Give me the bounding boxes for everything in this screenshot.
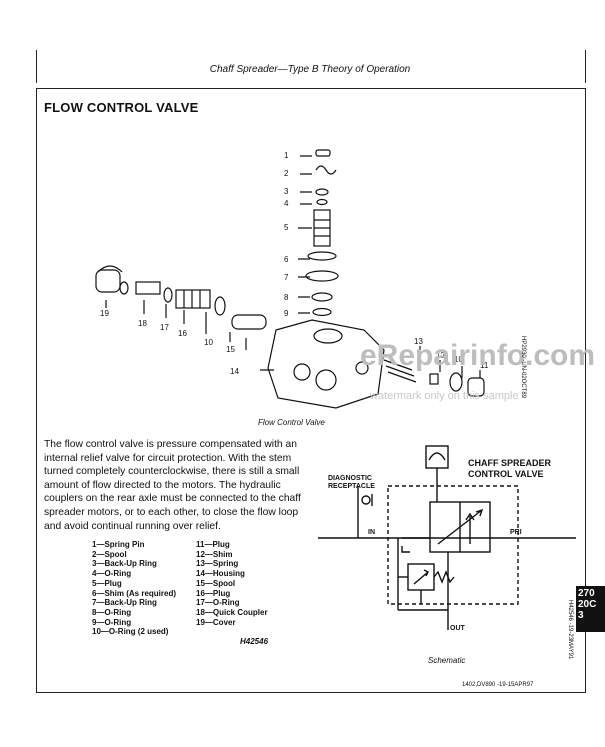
callout-13: 13 xyxy=(414,337,423,346)
legend-item: 19—Cover xyxy=(196,617,236,627)
out-port-label: OUT xyxy=(450,625,466,632)
legend-item: 18—Quick Coupler xyxy=(196,607,268,617)
legend-item: 14—Housing xyxy=(196,569,245,579)
callout-5: 5 xyxy=(284,223,289,232)
spring-part xyxy=(383,359,417,383)
cover-part xyxy=(95,269,121,293)
pri-port-label: PRI xyxy=(510,529,522,536)
shim-12-part xyxy=(429,373,439,385)
schematic-caption: Schematic xyxy=(428,656,466,665)
oring-part xyxy=(316,198,328,206)
hydraulic-schematic: CHAFF SPREADER CONTROL VALVE DIAGNOSTIC … xyxy=(318,445,576,632)
diag-label-line2: RECEPTACLE xyxy=(328,483,375,490)
exploded-view-drawing: 1 2 3 4 5 6 7 8 9 10 11 12 13 14 15 16 1… xyxy=(95,149,489,409)
legend-item: 4—O-Ring xyxy=(92,569,132,579)
callout-4: 4 xyxy=(284,199,289,208)
shim-part xyxy=(307,251,337,261)
page-title: FLOW CONTROL VALVE xyxy=(44,100,199,115)
legend-item: 1—Spring Pin xyxy=(92,540,145,549)
housing-part xyxy=(267,319,385,409)
figure-side-code: HP2930 -UN-02OCT89 xyxy=(520,336,526,399)
legend-item: 15—Spool xyxy=(196,578,236,588)
spool-15-part xyxy=(231,314,267,330)
description-paragraph: The flow control valve is pressure compe… xyxy=(44,439,301,532)
schematic-drawing-code: H42546 xyxy=(240,637,269,646)
figure-caption: Flow Control Valve xyxy=(258,418,325,427)
content-frame xyxy=(36,88,586,693)
section-header: Chaff Spreader—Type B Theory of Operatio… xyxy=(209,64,411,75)
parts-legend-right: 11—Plug 12—Shim 13—Spring 14—Housing 15—… xyxy=(196,540,268,627)
callout-10b: 10 xyxy=(454,355,463,364)
callout-15: 15 xyxy=(226,345,235,354)
valve-enclosure xyxy=(387,485,519,605)
tab-line2: 20C xyxy=(578,599,597,610)
relief-valve-symbol xyxy=(407,563,435,591)
legend-item: 11—Plug xyxy=(196,540,230,549)
legend-item: 16—Plug xyxy=(196,588,231,598)
backup-ring-2-part xyxy=(305,270,339,282)
header-rule xyxy=(36,50,586,83)
schematic-title-line1: CHAFF SPREADER xyxy=(468,458,552,468)
schematic-title-line2: CONTROL VALVE xyxy=(468,469,544,479)
legend-item: 9—O-Ring xyxy=(92,617,132,627)
quick-coupler-part xyxy=(135,281,161,295)
callout-8: 8 xyxy=(284,293,289,302)
legend-item: 3—Back-Up Ring xyxy=(92,559,157,569)
legend-item: 2—Spool xyxy=(92,549,127,559)
tab-line1: 270 xyxy=(578,588,595,599)
callout-14: 14 xyxy=(230,367,239,376)
parts-legend-left: 1—Spring Pin 2—Spool 3—Back-Up Ring 4—O-… xyxy=(92,540,176,637)
in-port-label: IN xyxy=(368,529,375,536)
callout-3: 3 xyxy=(284,187,289,196)
plug-11-part xyxy=(467,377,485,397)
callout-17: 17 xyxy=(160,323,169,332)
callout-1: 1 xyxy=(284,151,289,160)
spool-part xyxy=(315,165,337,175)
callout-11: 11 xyxy=(480,361,489,370)
legend-item: 5—Plug xyxy=(92,578,122,588)
legend-item: 12—Shim xyxy=(196,549,233,559)
page-footer: 1402,DV890 -19-15APR97 xyxy=(462,682,534,688)
adjust-knob-symbol xyxy=(425,445,449,469)
schematic-side-code: H42546 -19-23MAY91 xyxy=(567,600,573,660)
callout-12: 12 xyxy=(436,351,445,360)
legend-item: 17—O-Ring xyxy=(196,598,240,608)
callout-10: 10 xyxy=(204,338,213,347)
legend-item: 7—Back-Up Ring xyxy=(92,598,157,608)
legend-item: 6—Shim (As required) xyxy=(92,588,177,598)
watermark-text: eRepairinfo.com xyxy=(360,339,596,372)
callout-7: 7 xyxy=(284,273,289,282)
legend-item: 8—O-Ring xyxy=(92,607,132,617)
callout-6: 6 xyxy=(284,255,289,264)
backup-ring-part xyxy=(315,188,329,196)
plug-16-part xyxy=(175,289,211,309)
legend-item: 13—Spring xyxy=(196,559,239,569)
legend-item: 10—O-Ring (2 used) xyxy=(92,627,169,637)
tab-line3: 3 xyxy=(578,610,584,621)
section-tab: 270 20C 3 xyxy=(576,586,605,632)
callout-2: 2 xyxy=(284,169,289,178)
diag-label-line1: DIAGNOSTIC xyxy=(328,475,372,482)
spring-pin-part xyxy=(315,149,331,157)
callout-18: 18 xyxy=(138,319,147,328)
watermark-subtext: watermark only on this sample xyxy=(370,390,519,402)
callout-19: 19 xyxy=(100,309,109,318)
callout-16: 16 xyxy=(178,329,187,338)
callout-9: 9 xyxy=(284,309,289,318)
